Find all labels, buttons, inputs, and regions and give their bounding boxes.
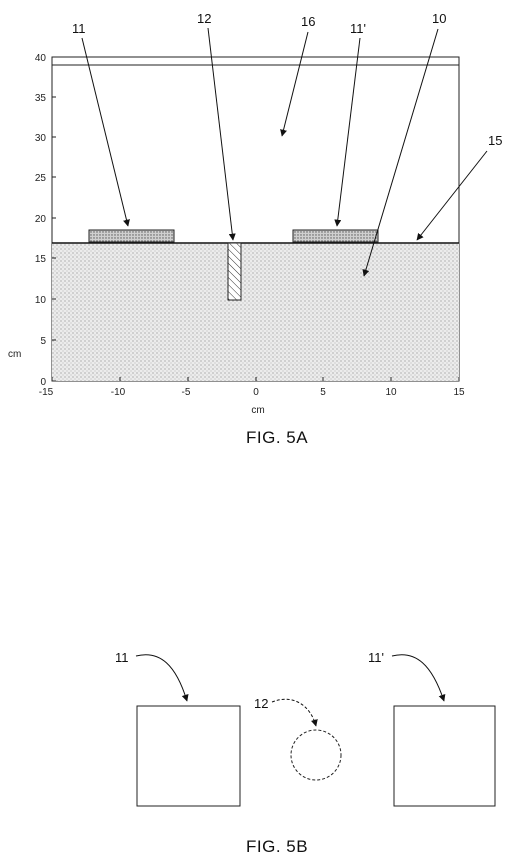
leader-arrow-15: [416, 150, 488, 241]
ref-label-10: 10: [432, 11, 446, 26]
x-tick-label: -5: [182, 387, 191, 398]
x-tick-label: 15: [453, 387, 465, 398]
element-11: [88, 229, 175, 243]
element-11-square: [136, 705, 241, 807]
y-tick-label: 30: [35, 133, 47, 144]
leader-arrow-11-prime: [391, 654, 446, 702]
y-tick-label: 25: [35, 173, 47, 184]
probe-12-circle: [290, 729, 342, 781]
ref-label-12: 12: [254, 696, 268, 711]
leader-arrow-16: [280, 31, 309, 137]
figure-caption-5a: FIG. 5A: [246, 428, 308, 447]
x-axis-label: cm: [251, 405, 264, 416]
x-tick-label: 10: [385, 387, 397, 398]
x-tick-label: -10: [111, 387, 126, 398]
x-tick-label: 5: [320, 387, 326, 398]
x-tick-label: 0: [253, 387, 259, 398]
element-11-prime: [292, 229, 379, 243]
y-tick-label: 35: [35, 93, 47, 104]
y-tick-label: 20: [35, 214, 47, 225]
leader-arrow-11: [81, 37, 130, 227]
y-axis: [52, 56, 56, 382]
ref-label-16: 16: [301, 14, 315, 29]
medium-region: [52, 243, 459, 381]
leader-arrow-12: [271, 698, 318, 727]
ref-label-11: 11: [72, 21, 86, 36]
x-axis: [51, 377, 460, 381]
element-11-prime-square: [393, 705, 496, 807]
figure-caption-5b: FIG. 5B: [246, 837, 308, 856]
ref-label-11-prime: 11': [350, 21, 366, 36]
ref-label-11: 11: [115, 650, 129, 665]
y-tick-label: 40: [35, 53, 47, 64]
leader-arrow-12: [207, 27, 236, 241]
probe-12: [227, 242, 242, 301]
y-tick-label: 0: [40, 377, 46, 388]
fig-5b: 11 12 11' FIG. 5B: [115, 650, 496, 856]
ref-label-12: 12: [197, 11, 211, 26]
leader-arrow-11: [135, 654, 189, 702]
y-tick-label: 15: [35, 254, 47, 265]
y-tick-label: 10: [35, 295, 47, 306]
fig-5a: 0 5 10 15 20 25 30 35 40 cm -15 -10 -5 0…: [8, 11, 502, 447]
x-tick-label: -15: [39, 387, 54, 398]
y-tick-label: 5: [40, 336, 46, 347]
leader-arrow-11-prime: [334, 37, 361, 227]
leader-arrow-10: [362, 28, 439, 277]
ref-label-11-prime: 11': [368, 650, 384, 665]
ref-label-15: 15: [488, 133, 502, 148]
y-axis-label: cm: [8, 349, 21, 360]
